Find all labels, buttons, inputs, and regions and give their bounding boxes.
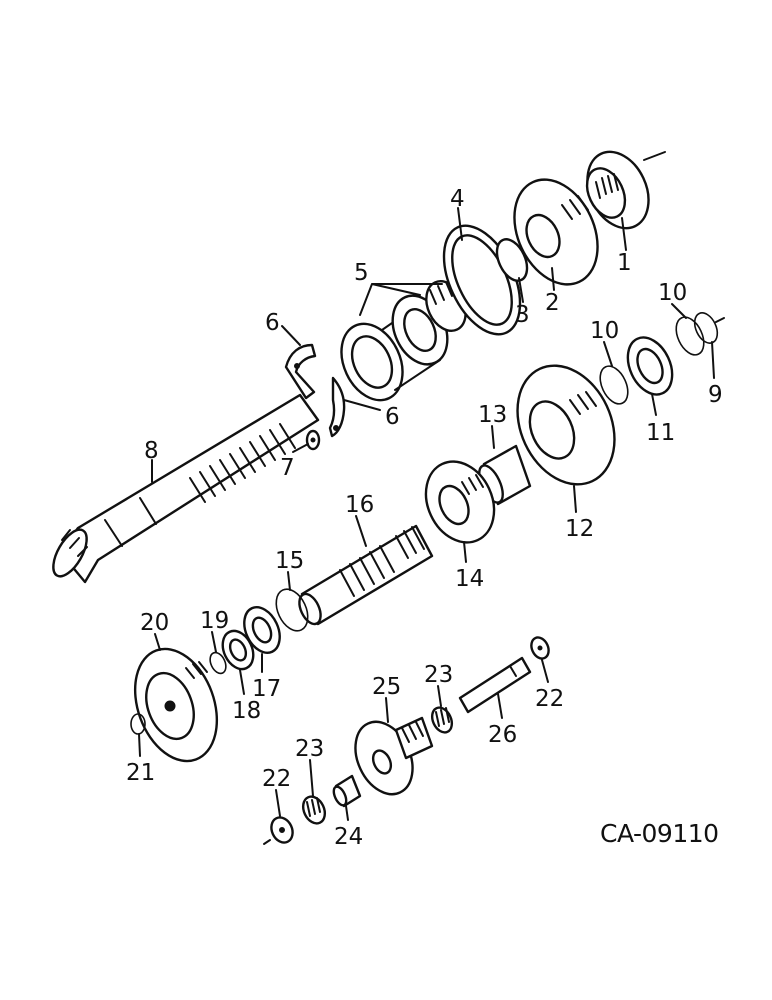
leader-lines — [138, 207, 715, 821]
bearing-17 — [243, 606, 281, 654]
callout-24: 24 — [334, 824, 363, 850]
callout-12: 12 — [565, 516, 594, 542]
callout-23-left: 23 — [295, 736, 324, 762]
callout-4: 4 — [450, 186, 465, 212]
shaft-8 — [52, 393, 320, 584]
callout-21: 21 — [126, 760, 155, 786]
gear-shaft-16 — [298, 524, 434, 626]
middle-shaft-assembly — [130, 312, 725, 763]
callout-20: 20 — [140, 610, 169, 636]
drawing-code: CA-09110 — [600, 819, 719, 848]
callout-10-left: 10 — [590, 318, 619, 344]
lower-shaft-assembly — [263, 636, 550, 845]
callout-8: 8 — [144, 438, 159, 464]
sleeve-24 — [332, 774, 362, 808]
callout-10-right: 10 — [658, 280, 687, 306]
callout-22-right: 22 — [535, 686, 564, 712]
gear-25 — [354, 716, 434, 796]
callout-9: 9 — [708, 382, 723, 408]
gear-14 — [424, 460, 496, 544]
needle-bearing-23-upper — [430, 706, 454, 734]
snap-ring-10-a — [675, 316, 705, 356]
snap-ring-10-b — [599, 365, 629, 405]
callout-6-upper: 6 — [265, 310, 280, 336]
callout-7: 7 — [280, 455, 295, 481]
gear-20 — [133, 647, 219, 763]
callout-15: 15 — [275, 548, 304, 574]
ring-15 — [275, 588, 309, 632]
snap-ring-9 — [693, 312, 719, 344]
gear-12 — [516, 364, 616, 486]
callout-1: 1 — [617, 250, 632, 276]
needle-bearing-23-lower — [301, 795, 327, 825]
callout-13: 13 — [478, 402, 507, 428]
bearing-set-5 — [340, 279, 467, 402]
callout-labels: 1 2 3 4 5 6 6 7 8 9 10 10 11 12 13 14 15… — [126, 186, 723, 850]
sleeve-13 — [478, 444, 532, 506]
bearing-11 — [626, 336, 674, 396]
callout-22-left: 22 — [262, 766, 291, 792]
callout-23-right: 23 — [424, 662, 453, 688]
bearing-18 — [221, 629, 255, 671]
callout-17: 17 — [252, 676, 281, 702]
callout-2: 2 — [545, 290, 560, 316]
callout-3: 3 — [515, 302, 530, 328]
half-ring-6-lower — [328, 376, 346, 438]
upper-shaft-assembly — [52, 150, 666, 584]
callout-6-lower: 6 — [385, 404, 400, 430]
callout-19: 19 — [200, 608, 229, 634]
callout-5: 5 — [354, 260, 369, 286]
gear-2 — [513, 178, 599, 286]
synchronizer-1 — [585, 150, 666, 230]
callout-16: 16 — [345, 492, 374, 518]
half-ring-6-upper — [284, 343, 317, 400]
callout-25: 25 — [372, 674, 401, 700]
ring-19 — [209, 651, 227, 675]
callout-26: 26 — [488, 722, 517, 748]
callout-14: 14 — [455, 566, 484, 592]
callout-18: 18 — [232, 698, 261, 724]
shaft-26 — [458, 656, 532, 714]
callout-11: 11 — [646, 420, 675, 446]
